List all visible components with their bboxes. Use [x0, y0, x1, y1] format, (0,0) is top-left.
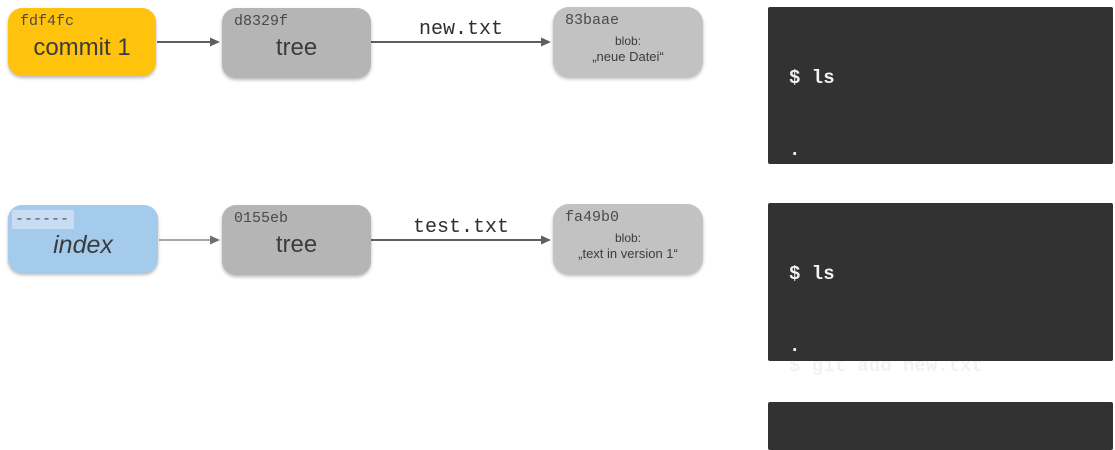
index-label: index — [53, 231, 113, 259]
index-box: ------ index — [8, 205, 158, 273]
blob-kind-label-2: blob: — [614, 231, 642, 245]
terminal-line: . — [789, 139, 801, 161]
commit-hash: fdf4fc — [20, 13, 75, 30]
edge-label-test-txt: test.txt — [412, 216, 509, 239]
edge-label-new-txt: new.txt — [418, 18, 503, 41]
tree-label-2: tree — [275, 231, 318, 258]
terminal-line: $ ls — [789, 263, 835, 285]
blob-hash-2: fa49b0 — [565, 209, 620, 226]
blob-hash-1: 83baae — [565, 12, 620, 29]
tree-object-box-2: 0155eb tree — [222, 205, 371, 275]
index-hash-highlight — [12, 210, 74, 229]
blob-kind-label-1: blob: — [614, 34, 642, 48]
commit-label: commit 1 — [33, 34, 131, 61]
blob-object-box-1: 83baae blob: „neue Datei“ — [553, 7, 703, 77]
terminal-window-1: $ ls . .. new.txt $ git add new.txt $ gi… — [768, 7, 1113, 449]
terminal-window-2: $ ls . .. new.txt test.txt $ git add tes… — [768, 203, 1113, 429]
tree-hash-1: d8329f — [234, 13, 289, 30]
blob-object-box-2: fa49b0 blob: „text in version 1“ — [553, 204, 703, 274]
index-hash-placeholder: ------ — [15, 211, 70, 228]
tree-hash-2: 0155eb — [234, 210, 289, 227]
tree-object-box-1: d8329f tree — [222, 8, 371, 78]
blob-content-2: „text in version 1“ — [578, 246, 678, 261]
terminal-line: . — [789, 335, 801, 357]
terminal-window-3: $ git commit –m „Message“ — [768, 402, 1113, 450]
terminal-line: $ ls — [789, 67, 835, 89]
tree-label-1: tree — [275, 34, 318, 61]
blob-content-1: „neue Datei“ — [592, 49, 664, 64]
commit-object-box: fdf4fc commit 1 — [8, 8, 156, 76]
